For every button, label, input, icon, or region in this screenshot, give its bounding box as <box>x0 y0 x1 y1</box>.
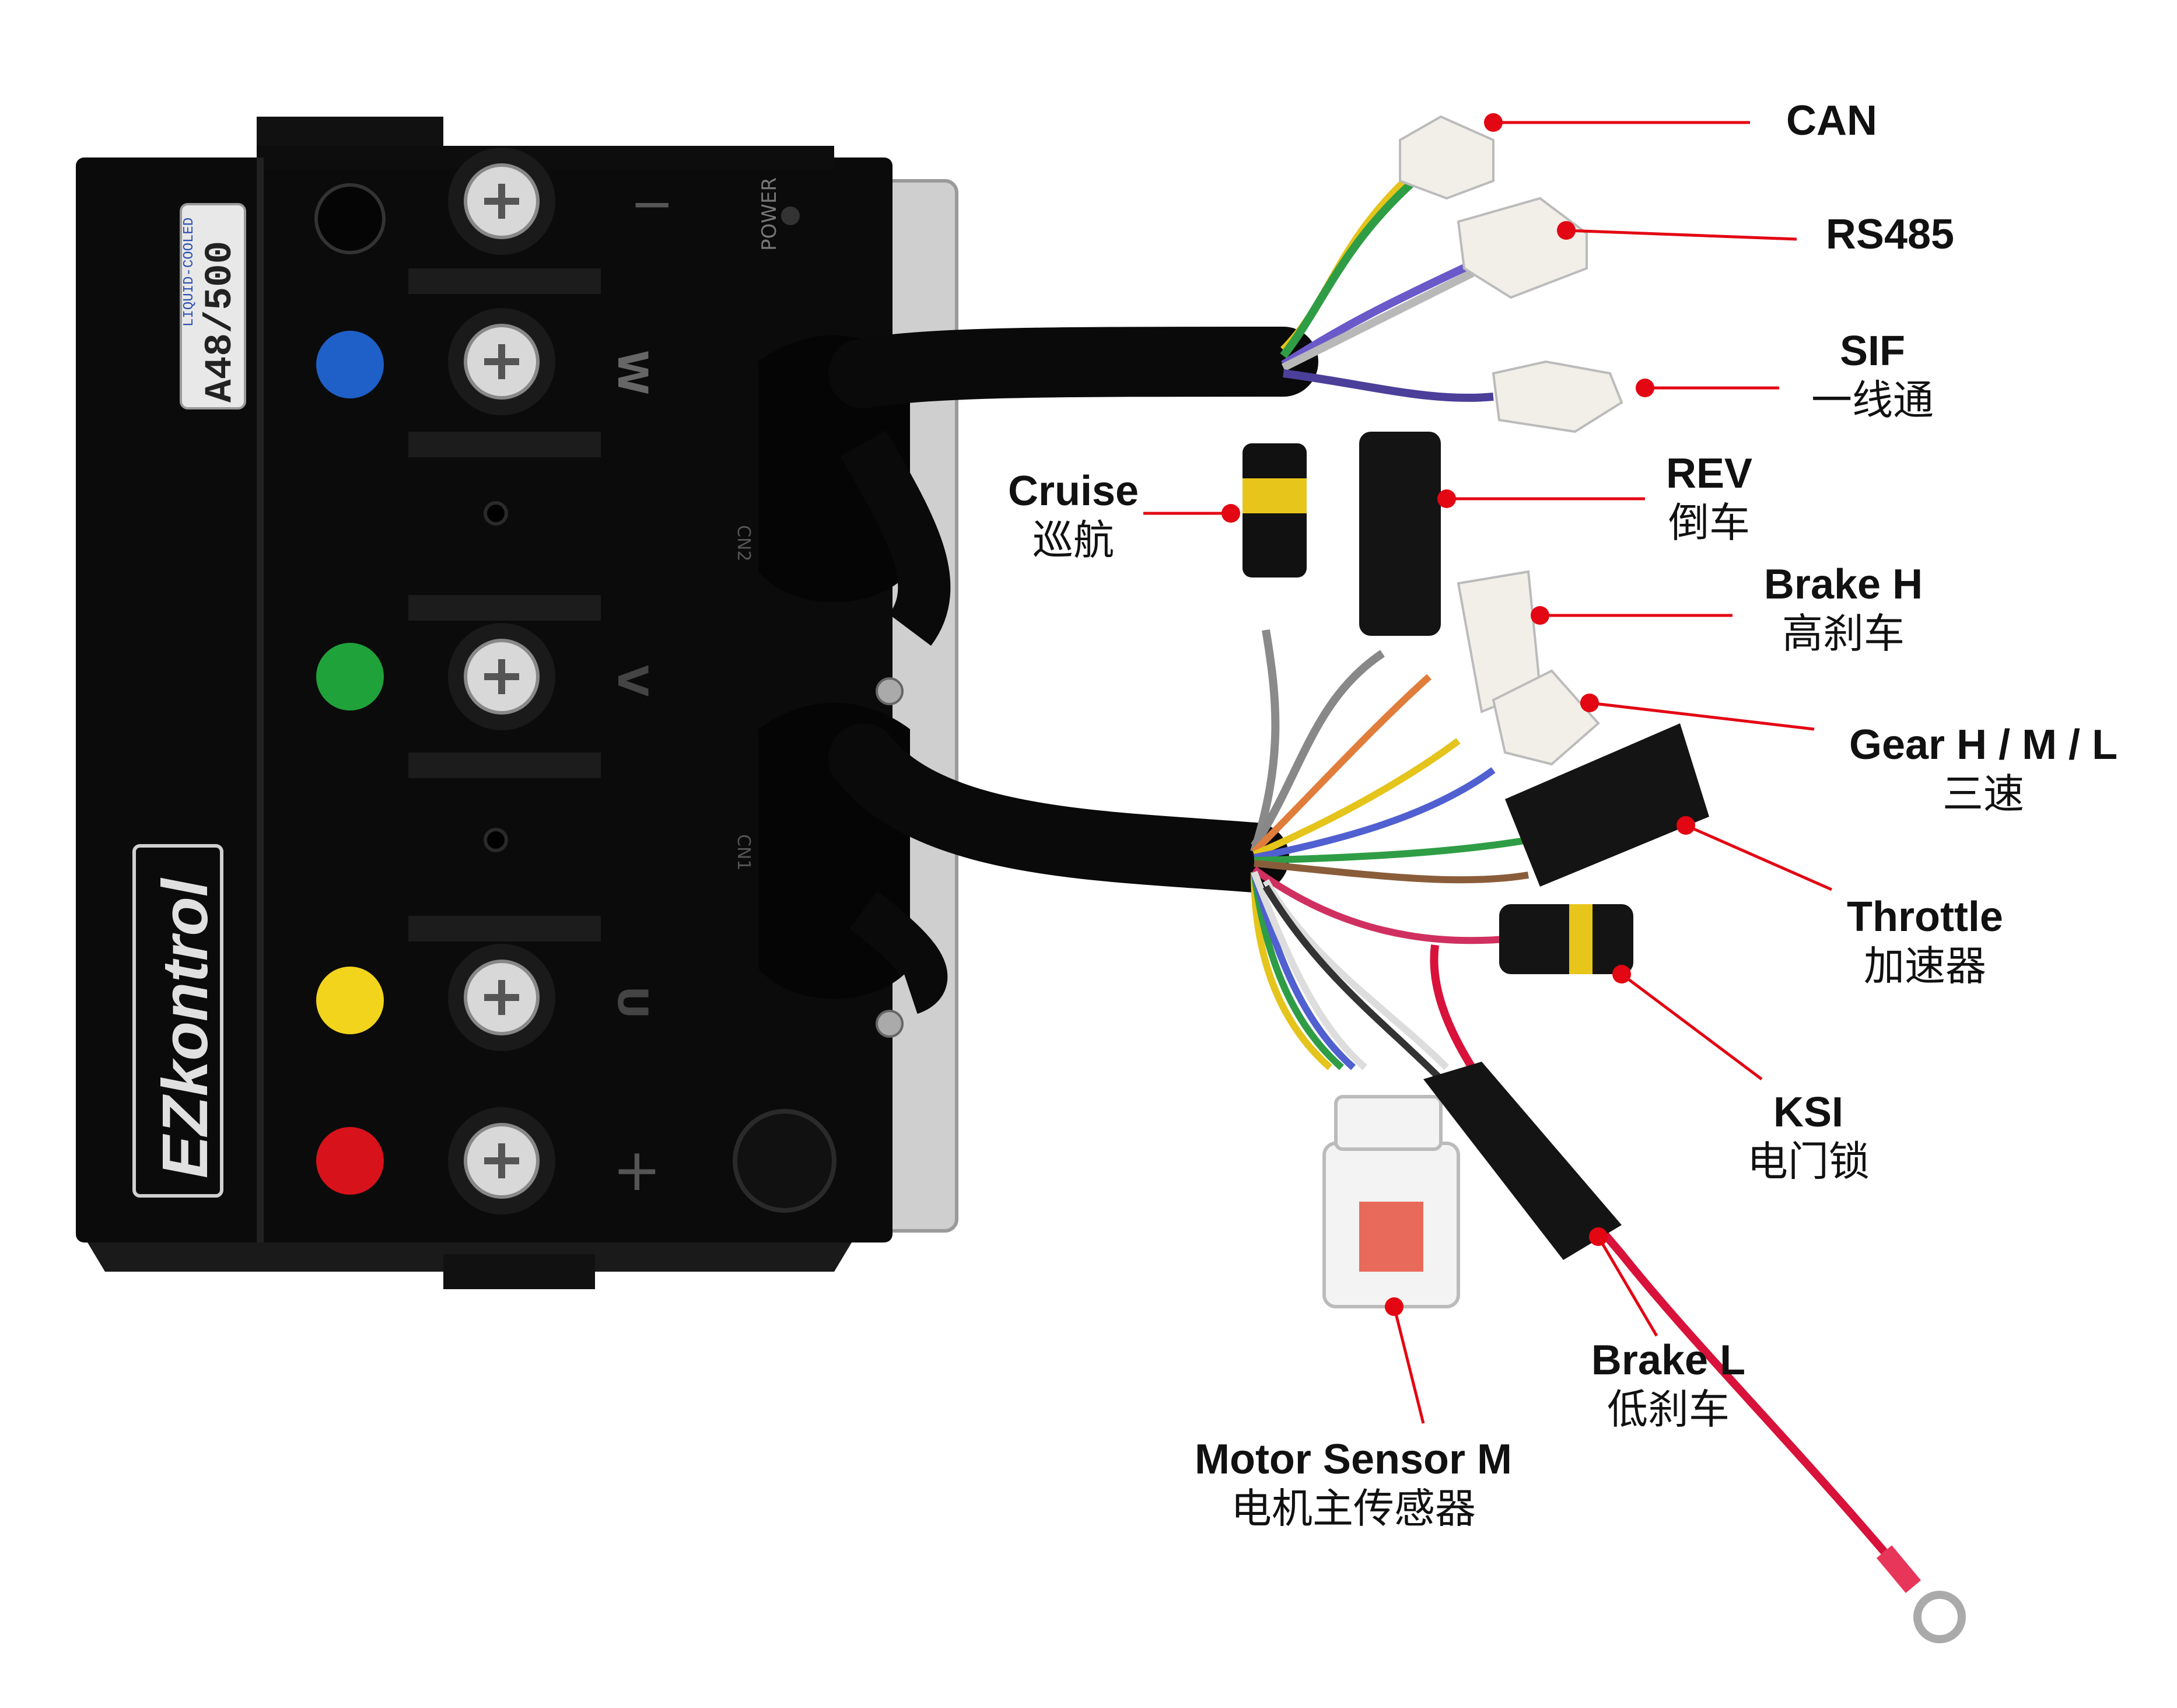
label-sif-en: SIF <box>1839 328 1905 374</box>
dot-throttle <box>1676 816 1695 835</box>
motor-sensor-connector <box>1322 1095 1460 1308</box>
phase-label-minus: − <box>630 173 674 235</box>
phase-dot-black <box>314 183 386 254</box>
label-motor-sensor-en: Motor Sensor M <box>1194 1436 1512 1483</box>
label-sif: SIF 一线通 <box>1797 327 1948 425</box>
model-text: A48/500 <box>198 241 242 402</box>
phase-dot-plus <box>316 1127 384 1195</box>
phase-dot-v <box>316 643 384 710</box>
dot-ksi <box>1612 965 1631 984</box>
label-ksi-en: KSI <box>1773 1089 1844 1136</box>
label-ksi: KSI 电门锁 <box>1721 1088 1896 1186</box>
sif-connector <box>1492 360 1623 433</box>
brand-logo: EZkontrol <box>132 844 223 1198</box>
connector-label-cn1: CN1 <box>733 834 754 870</box>
dot-can <box>1484 113 1503 132</box>
dot-gear <box>1580 694 1599 712</box>
callout-dots <box>1222 113 1695 1316</box>
label-rs485-en: RS485 <box>1825 211 1955 258</box>
dot-brake-h <box>1531 606 1549 625</box>
label-throttle-en: Throttle <box>1847 894 2003 940</box>
label-cruise: Cruise 巡航 <box>992 467 1155 565</box>
badge-text: LIQUID-COOLED <box>181 218 197 327</box>
terminal-bolt-v <box>448 623 555 730</box>
dot-motor-sensor <box>1385 1297 1404 1316</box>
dot-sif <box>1636 379 1654 397</box>
callout-leaders <box>1143 121 1833 1424</box>
label-gear-cn: 三速 <box>1943 769 2024 818</box>
gear-connector <box>1492 669 1600 766</box>
vent-plug <box>733 1109 836 1213</box>
can-connector <box>1399 115 1494 200</box>
dot-brake-l <box>1589 1227 1608 1246</box>
leader-motor-sensor <box>1392 1306 1425 1424</box>
rev-connector <box>1359 432 1441 636</box>
label-brake-h-en: Brake H <box>1763 561 1923 608</box>
label-brake-l-en: Brake L <box>1591 1337 1746 1384</box>
cruise-connector <box>1242 443 1307 578</box>
leader-throttle <box>1685 824 1833 891</box>
phase-label-u: U <box>608 986 656 1019</box>
label-brake-l: Brake L 低刹车 <box>1569 1336 1768 1434</box>
rs485-connector <box>1457 197 1588 299</box>
terminal-bolt-plus <box>448 1107 555 1214</box>
label-throttle-cn: 加速器 <box>1864 942 1986 990</box>
dot-cruise <box>1222 504 1240 523</box>
label-rev-en: REV <box>1665 450 1753 497</box>
dot-rs485 <box>1557 221 1576 240</box>
leader-brake-l <box>1597 1236 1658 1337</box>
label-rev: REV 倒车 <box>1651 449 1768 547</box>
label-motor-sensor-cn: 电机主传感器 <box>1231 1484 1476 1532</box>
ring-terminal <box>1913 1591 1966 1643</box>
label-can-en: CAN <box>1786 97 1877 144</box>
phase-label-w: W <box>608 350 656 395</box>
leader-rs485 <box>1566 229 1797 241</box>
connector-label-cn2: CN2 <box>733 525 754 561</box>
label-cruise-cn: 巡航 <box>1032 516 1114 564</box>
throttle-connector <box>1505 723 1709 887</box>
label-sif-cn: 一线通 <box>1811 376 1934 424</box>
label-throttle: Throttle 加速器 <box>1826 892 2024 991</box>
label-rs485: RS485 <box>1803 210 1978 260</box>
model-badge: A48/500 LIQUID-COOLED <box>180 203 246 410</box>
phase-dot-u <box>316 967 384 1034</box>
cable-harness <box>758 115 1966 1643</box>
label-brake-l-cn: 低刹车 <box>1607 1385 1730 1433</box>
power-label: POWER <box>758 177 781 251</box>
label-can: CAN <box>1773 96 1890 146</box>
controller-unit: A48/500 LIQUID-COOLED EZkontrol <box>76 117 958 1289</box>
power-led <box>781 206 800 225</box>
label-motor-sensor: Motor Sensor M 电机主传感器 <box>1167 1435 1540 1533</box>
dot-rev <box>1437 489 1456 508</box>
ksi-connector <box>1499 904 1633 974</box>
label-cruise-en: Cruise <box>1007 468 1139 514</box>
phase-label-v: V <box>608 665 656 696</box>
label-rev-cn: 倒车 <box>1668 498 1750 547</box>
terminal-bolt-minus <box>448 148 555 255</box>
leader-gear <box>1589 701 1815 731</box>
label-brake-h-cn: 高刹车 <box>1782 609 1905 657</box>
label-gear-en: Gear H / M / L <box>1849 722 2118 768</box>
label-gear: Gear H / M / L 三速 <box>1820 720 2147 818</box>
label-ksi-cn: 电门锁 <box>1747 1137 1870 1185</box>
label-brake-h: Brake H 高刹车 <box>1738 560 1948 658</box>
phase-dot-w <box>316 331 384 398</box>
leader-ksi <box>1620 973 1763 1080</box>
terminal-bolt-w <box>448 308 555 415</box>
brake-l-connector <box>1423 1062 1622 1260</box>
phase-label-plus: + <box>612 1136 662 1204</box>
terminal-bolt-u <box>448 944 555 1051</box>
brand-logo-text: EZkontrol <box>149 877 221 1178</box>
